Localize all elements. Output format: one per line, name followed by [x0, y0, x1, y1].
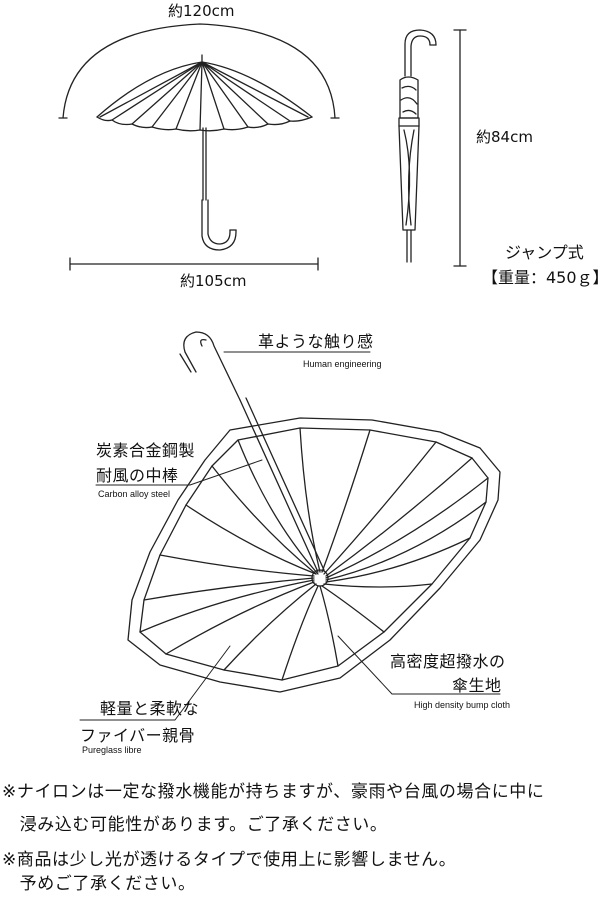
shaft-feature-caption: Carbon alloy steel — [98, 489, 171, 499]
canopy-feature-label-2: 傘生地 — [452, 676, 502, 695]
note-line-3: ※商品は少し光が透けるタイプで使用上に影響しません。 — [2, 850, 457, 870]
note-line-1: ※ナイロンは一定な撥水機能が持ちますが、豪雨や台風の場合に中に — [2, 782, 545, 802]
shaft-feature-label: 炭素合金鋼製 — [96, 441, 196, 460]
umbrella-type-label: ジャンプ式 — [505, 243, 584, 262]
shaft-feature-label-2: 耐風の中棒 — [96, 466, 179, 485]
umbrella-under-view — [127, 331, 501, 693]
length-dimension-label: 約84cm — [476, 128, 533, 146]
canopy-feature-caption: High density bump cloth — [414, 700, 511, 710]
leader-lines — [79, 351, 501, 721]
ribs-feature-caption: Pureglass libre — [82, 745, 142, 755]
note-line-4: 予めご了承ください。 — [2, 874, 196, 894]
handle-feature-caption: Human engineering — [303, 359, 382, 369]
ribs-feature-label: 軽量と柔軟な — [100, 699, 200, 718]
ribs-feature-label-2: ファイバー親骨 — [80, 726, 196, 745]
width-dimension-label: 約120cm — [168, 2, 235, 20]
handle-feature-label: 革ような触り感 — [258, 332, 374, 351]
closed-umbrella-side-view — [398, 29, 467, 267]
open-umbrella-side-view — [58, 23, 340, 271]
note-line-2: 浸み込む可能性があります。ご了承ください。 — [2, 815, 388, 835]
canopy-feature-label: 高密度超撥水の — [390, 652, 506, 671]
spread-dimension-label: 約105cm — [180, 272, 247, 290]
weight-label: 【重量：450ｇ】 — [482, 268, 609, 287]
